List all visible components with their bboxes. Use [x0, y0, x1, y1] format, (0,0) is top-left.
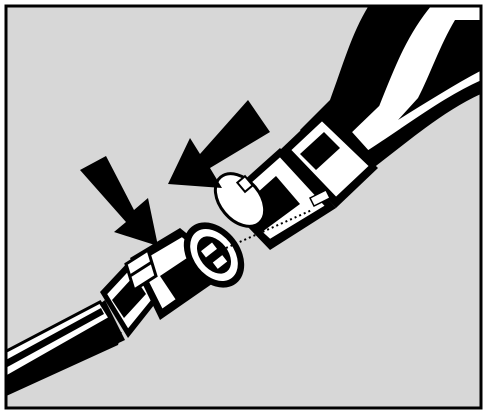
illustration-canvas	[0, 0, 487, 414]
assembly-illustration	[0, 0, 487, 414]
